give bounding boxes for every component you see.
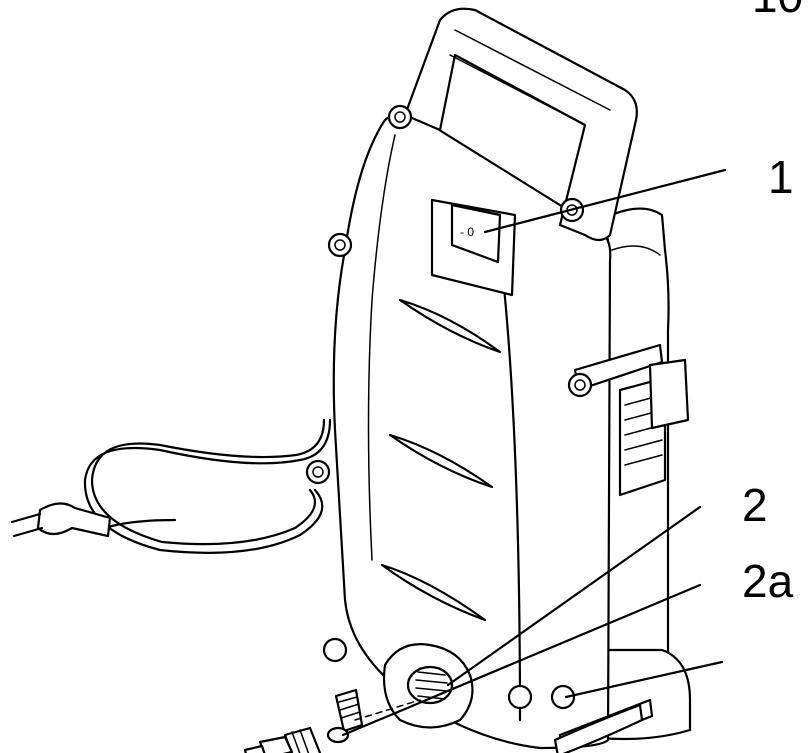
vent-slots xyxy=(380,298,502,622)
power-cord xyxy=(83,418,332,554)
adapter-fitting xyxy=(326,688,421,744)
label-top-partial: 10 xyxy=(752,0,803,22)
carry-handle xyxy=(403,7,638,242)
label-adapter: 2a xyxy=(742,555,794,607)
label-switch: 1 xyxy=(768,151,794,203)
screws xyxy=(305,104,593,710)
hose-connector xyxy=(243,726,322,753)
svg-text:- 0: - 0 xyxy=(460,225,474,239)
leader-lines xyxy=(341,168,727,737)
power-switch: - 0 xyxy=(430,198,517,297)
side-clips xyxy=(553,343,690,753)
power-plug xyxy=(10,502,112,538)
label-outlet: 2 xyxy=(742,479,768,531)
